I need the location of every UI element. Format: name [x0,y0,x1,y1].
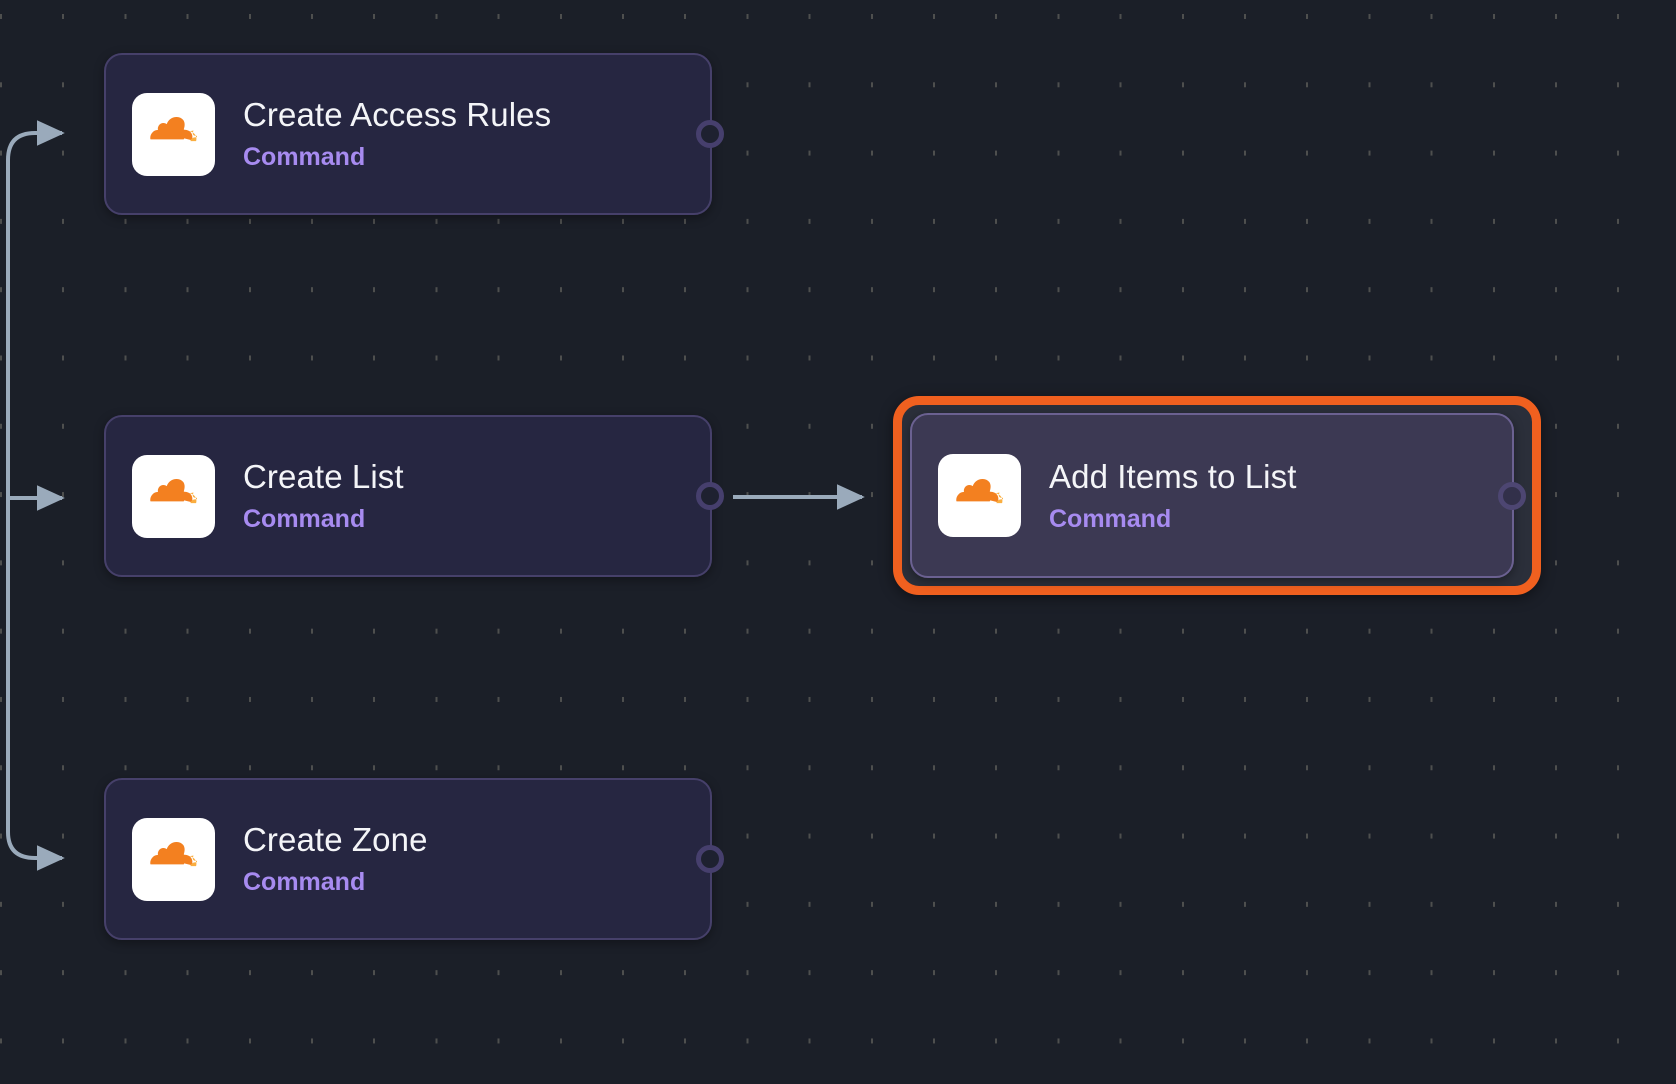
node-labels: Create List Command [243,457,404,535]
node-subtitle: Command [243,505,366,533]
cloudflare-icon [938,454,1021,537]
node-create-list[interactable]: Create List Command [104,415,724,577]
node-add-items-to-list[interactable]: Add Items to List Command [910,413,1526,578]
node-labels: Create Access Rules Command [243,95,551,173]
node-title: Add Items to List [1049,457,1297,495]
node-create-zone[interactable]: Create Zone Command [104,778,724,940]
node-subtitle: Command [1049,504,1172,533]
node-title: Create List [243,458,404,495]
output-port[interactable] [696,120,724,148]
output-port[interactable] [1498,481,1526,510]
node-labels: Add Items to List Command [1049,457,1296,535]
cloudflare-icon [132,92,215,176]
output-port[interactable] [696,482,724,510]
node-subtitle: Command [243,868,366,896]
cloudflare-icon [132,454,215,538]
node-content: Create Zone Command [106,817,428,901]
edge-to-create-zone[interactable] [6,500,65,871]
node-title: Create Access Rules [243,96,552,133]
node-content: Add Items to List Command [912,454,1296,537]
output-port[interactable] [696,845,724,873]
edge-to-create-access-rules[interactable] [6,120,65,500]
node-labels: Create Zone Command [243,820,428,898]
node-content: Create Access Rules Command [106,92,551,176]
node-content: Create List Command [106,454,404,538]
node-title: Create Zone [243,821,428,858]
node-create-access-rules[interactable]: Create Access Rules Command [104,53,724,215]
node-subtitle: Command [243,143,366,171]
cloudflare-icon [132,817,215,901]
